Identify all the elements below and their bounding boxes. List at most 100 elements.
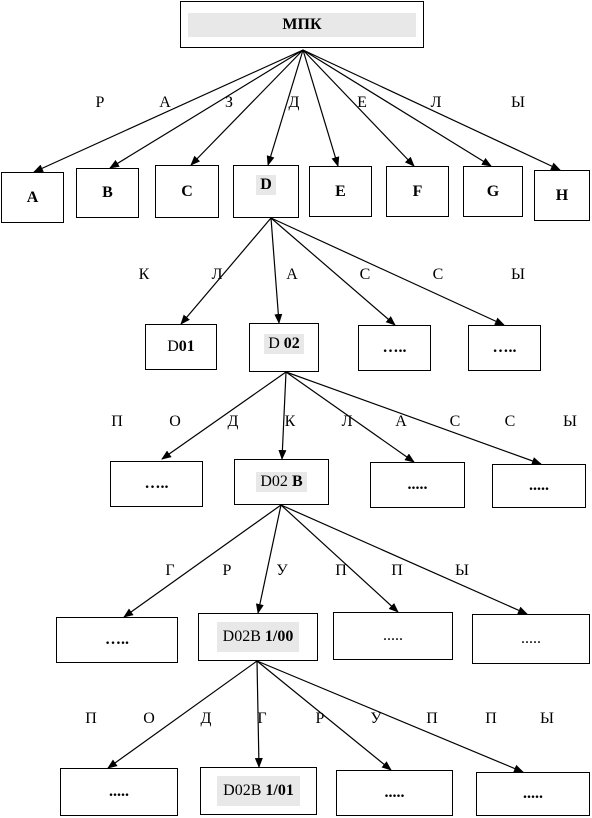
class-label-code: 01 (178, 338, 195, 355)
ellipsis-label: ..... (383, 627, 403, 644)
subgroup-label: D02B 1/01 (217, 776, 300, 806)
ellipsis-label: ….. (382, 339, 407, 356)
section-label: A (26, 188, 39, 206)
groups-caption-letter: Р (222, 562, 232, 579)
ellipsis-label: ….. (144, 475, 169, 492)
sections-caption-letter: З (224, 94, 234, 111)
edge-d02-sub4 (285, 371, 542, 465)
section-node-h: H (534, 170, 590, 221)
edge-root-d (266, 49, 304, 166)
edge-root-c (190, 49, 304, 166)
subclasses-caption-letter: О (169, 413, 181, 430)
subgroups-caption-letter: О (143, 710, 155, 727)
edge-group-sub2 (254, 660, 263, 768)
group-node-d02b-1-00: D02B 1/00 (198, 613, 318, 661)
ellipsis-label: ..... (109, 783, 129, 800)
subgroups-caption-letter: П (426, 710, 438, 727)
subgroups-caption-letter: П (485, 710, 497, 727)
edge-d02-sub1 (161, 371, 287, 460)
classes-caption-letter: Л (211, 266, 223, 283)
class-label-prefix: D (268, 335, 284, 352)
group-label: D02B 1/00 (216, 622, 300, 652)
edge-root-f (302, 49, 415, 167)
class-label: D 02 (264, 334, 304, 354)
subgroup-node-placeholder-1: ..... (60, 768, 178, 816)
groups-caption-letter: Г (165, 562, 175, 579)
classes-caption-letter: К (138, 266, 150, 283)
group-label-code: 1/00 (264, 628, 294, 645)
subclass-node-placeholder-3: ..... (370, 462, 465, 508)
edge-d-class3 (270, 217, 396, 326)
class-node-placeholder-3: ….. (358, 325, 431, 371)
section-label: H (555, 186, 569, 204)
subgroups-caption-letter: Ы (540, 710, 554, 727)
section-node-g: G (463, 166, 523, 217)
subclass-label-prefix: D02 (260, 473, 292, 490)
subgroups-caption-letter: У (370, 710, 382, 727)
edge-root-b (109, 49, 304, 169)
edge-d-d01 (180, 217, 272, 325)
group-label-prefix: D02B (222, 628, 265, 645)
subgroup-label-prefix: D02B (223, 782, 266, 799)
group-node-placeholder-3: ..... (333, 612, 453, 660)
subgroup-node-placeholder-3: ..... (336, 770, 453, 816)
group-node-placeholder-1: ….. (56, 617, 178, 663)
classes-caption-letter: С (359, 266, 371, 283)
class-node-placeholder-4: ….. (468, 325, 541, 371)
edge-root-e (302, 49, 340, 167)
edge-root-h (302, 49, 561, 171)
section-label: D (256, 175, 276, 195)
subgroup-node-placeholder-4: ..... (476, 772, 590, 816)
section-node-a: A (1, 172, 64, 223)
section-label: G (486, 182, 500, 200)
subgroups-caption-letter: П (85, 710, 97, 727)
classes-caption-letter: Ы (511, 266, 525, 283)
edge-group-sub4 (256, 660, 524, 773)
classes-caption-letter: А (286, 266, 298, 283)
root-node-label: МПК (188, 12, 416, 37)
subclasses-caption-letter: Д (227, 413, 239, 430)
edge-d02b-group1 (123, 504, 282, 618)
subgroups-caption-letter: Д (200, 710, 212, 727)
edge-d-class4 (270, 217, 505, 326)
subclasses-caption-letter: Ы (563, 413, 577, 430)
edge-d-d02 (270, 217, 283, 324)
section-node-b: B (76, 168, 139, 218)
subclass-node-placeholder-1: ….. (110, 461, 203, 507)
section-label: E (335, 182, 346, 200)
groups-caption-letter: П (391, 562, 403, 579)
edge-d02b-group3 (280, 504, 399, 613)
sections-caption-letter: Р (95, 94, 105, 111)
subclasses-caption-letter: С (449, 413, 461, 430)
sections-caption-letter: Ы (511, 94, 525, 111)
class-node-d02: D 02 (249, 323, 319, 372)
edge-root-g (302, 49, 492, 167)
ellipsis-label: ..... (407, 476, 428, 493)
subclass-node-d02b: D02 B (234, 459, 329, 505)
edge-root-a (33, 49, 304, 173)
class-label-prefix: D (167, 338, 179, 355)
subclasses-caption-letter: С (504, 413, 516, 430)
section-node-d: D (233, 165, 299, 218)
classes-caption-letter: С (432, 266, 444, 283)
subclasses-caption-letter: К (284, 413, 296, 430)
groups-caption-letter: П (335, 562, 347, 579)
ellipsis-label: ..... (523, 785, 543, 802)
edge-d02b-group4 (280, 504, 528, 615)
ellipsis-label: ..... (529, 477, 549, 494)
sections-caption-letter: Е (357, 94, 367, 111)
subclasses-caption-letter: Л (341, 413, 353, 430)
section-node-f: F (386, 166, 449, 217)
subclass-label-code: B (291, 473, 303, 490)
subclasses-caption-letter: П (111, 413, 123, 430)
ellipsis-label: ..... (521, 630, 541, 647)
groups-caption-letter: У (276, 562, 288, 579)
subgroup-label-code: 1/01 (265, 782, 294, 799)
edge-d02b-group2 (255, 504, 282, 614)
section-label: B (102, 184, 113, 201)
edge-d02-sub3 (285, 371, 415, 463)
group-node-placeholder-4: ..... (472, 614, 590, 664)
subgroups-caption-letter: Г (257, 710, 267, 727)
